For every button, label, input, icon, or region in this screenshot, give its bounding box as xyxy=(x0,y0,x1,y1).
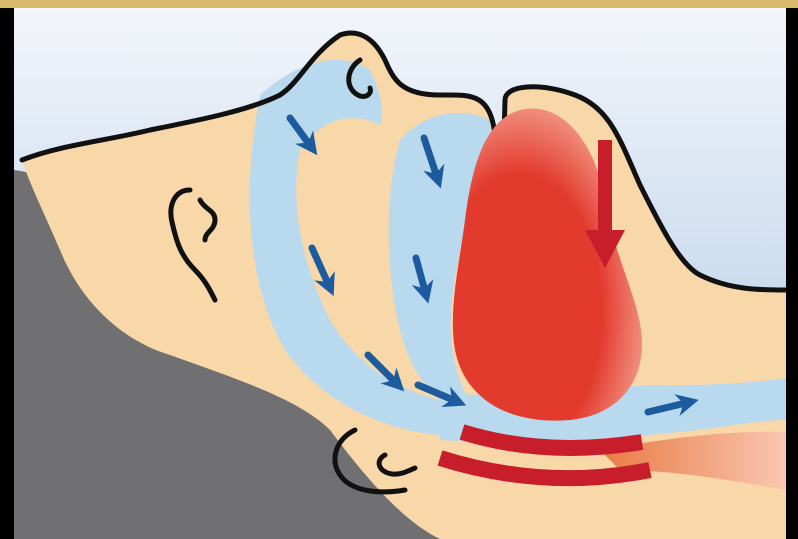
gold-border-top xyxy=(0,0,798,8)
black-border-right xyxy=(786,8,798,539)
black-border-left xyxy=(0,8,14,539)
